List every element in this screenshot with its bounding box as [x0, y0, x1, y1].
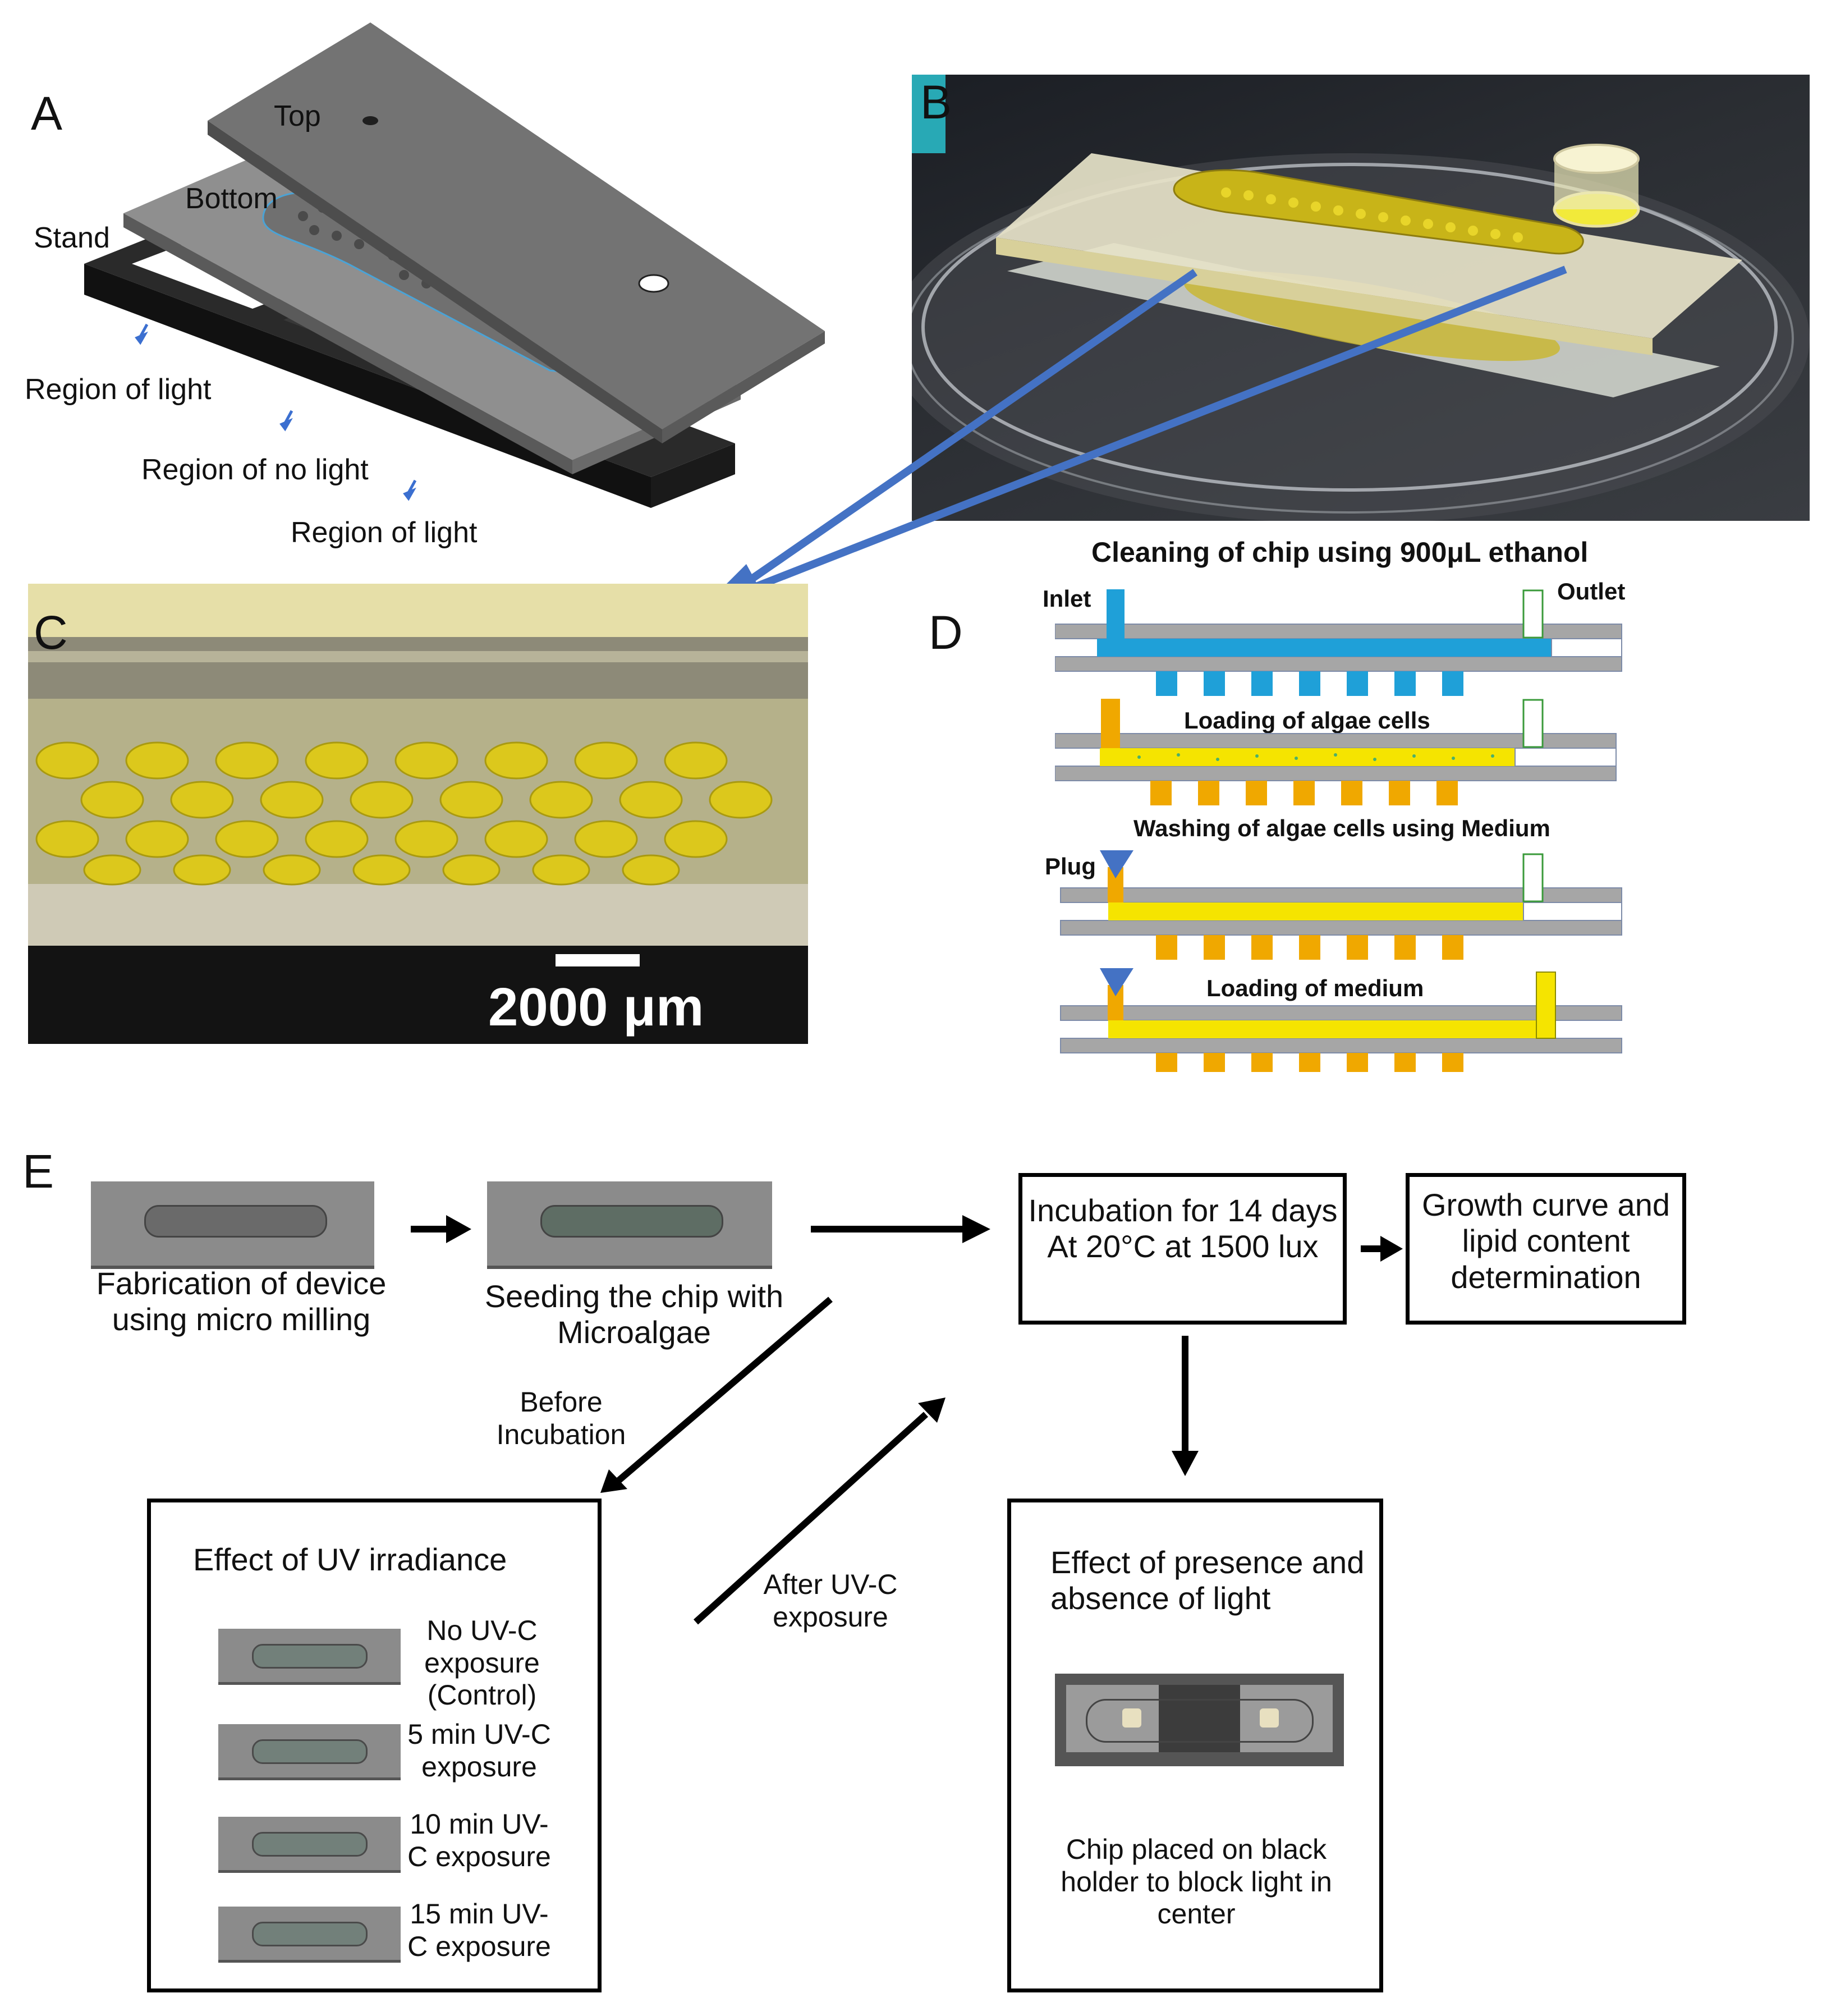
step-loading-medium [1060, 968, 1622, 1072]
growth-box: Growth curve and lipid content determina… [1406, 1173, 1686, 1325]
label-washing: Washing of algae cells using Medium [1133, 815, 1550, 841]
uv-item-1: 5 min UV-C exposure [407, 1719, 551, 1783]
uv-irradiance-box: Effect of UV irradiance No UV-C exposure… [147, 1499, 602, 1992]
light-holder-image [1055, 1674, 1344, 1766]
light-indicator-arrows [135, 323, 417, 501]
uv-item-2: 10 min UV-C exposure [407, 1808, 551, 1872]
step-loading-algae [1055, 699, 1617, 805]
chip-wells [35, 741, 773, 886]
panel-b-photo [912, 75, 1810, 521]
step-washing [1060, 850, 1622, 960]
panel-d-title: Cleaning of chip using 900μL ethanol [1091, 537, 1589, 568]
plug-icon [1100, 850, 1133, 878]
uv-chip-image-0 [218, 1629, 401, 1685]
growth-text: Growth curve and lipid content determina… [1422, 1187, 1670, 1295]
uv-chip-image-1 [218, 1724, 401, 1780]
panel-c-photo: 2000 μm [28, 584, 808, 1044]
label-outlet: Outlet [1557, 578, 1626, 604]
label-region-light-2: Region of light [291, 516, 478, 549]
label-stand: Stand [34, 222, 110, 254]
seeding-chip-image [487, 1181, 772, 1269]
label-loading-medium: Loading of medium [1206, 975, 1424, 1001]
fabrication-chip-image [91, 1181, 374, 1269]
panel-a-exploded-chip-drawing [84, 22, 825, 508]
label-plug: Plug [1045, 853, 1096, 879]
step-cleaning [1055, 589, 1622, 696]
label-fabrication: Fabrication of device using micro millin… [96, 1266, 387, 1337]
b-to-c-arrows [707, 265, 1567, 603]
panel-e-flow-arrows [411, 1215, 1403, 1625]
label-inlet: Inlet [1043, 585, 1091, 612]
incubation-box: Incubation for 14 days At 20°C at 1500 l… [1018, 1173, 1347, 1325]
panel-d-process-schematic [1055, 589, 1622, 1072]
label-after-uv: After UV-C exposure [763, 1569, 898, 1633]
uv-title: Effect of UV irradiance [193, 1542, 507, 1577]
scale-bar-label: 2000 μm [488, 977, 704, 1037]
incubation-text: Incubation for 14 days At 20°C at 1500 l… [1028, 1193, 1338, 1264]
label-region-light-1: Region of light [25, 373, 212, 406]
light-title: Effect of presence and absence of light [1050, 1545, 1365, 1616]
panel-e-letter: E [22, 1145, 54, 1198]
uv-chip-image-2 [218, 1817, 401, 1873]
scale-bar [556, 954, 640, 966]
label-region-no-light: Region of no light [141, 453, 369, 486]
light-presence-box: Effect of presence and absence of light … [1007, 1499, 1383, 1992]
uv-chip-image-3 [218, 1907, 401, 1963]
label-before-incubation: Before Incubation [496, 1386, 626, 1450]
label-loading-algae: Loading of algae cells [1184, 707, 1430, 734]
uv-item-3: 15 min UV-C exposure [407, 1898, 551, 1962]
panel-c-scene [28, 584, 808, 1044]
panel-a-letter: A [31, 87, 63, 140]
panel-b-letter: B [920, 76, 952, 129]
uv-item-0: No UV-C exposure (Control) [424, 1615, 540, 1711]
panel-d-letter: D [929, 606, 963, 659]
label-bottom: Bottom [185, 182, 278, 215]
light-caption: Chip placed on black holder to block lig… [1061, 1834, 1332, 1930]
label-seeding: Seeding the chip with Microalgae [484, 1279, 784, 1350]
panel-c-letter: C [34, 606, 68, 659]
top-plate [208, 22, 825, 443]
label-top: Top [274, 100, 321, 132]
